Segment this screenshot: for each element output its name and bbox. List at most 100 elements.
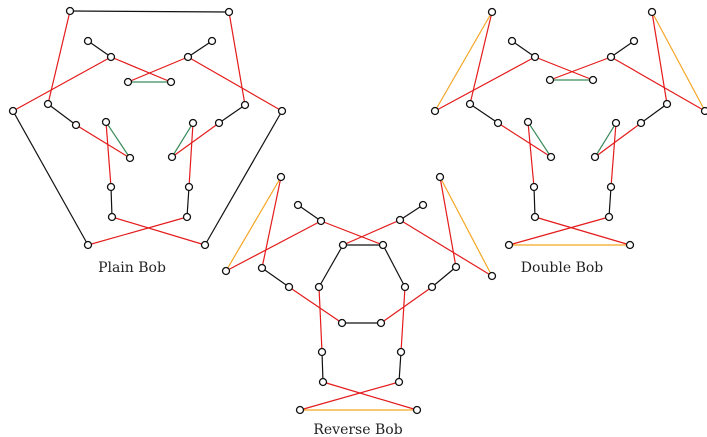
reverse-bob-edges [225,176,493,411]
node [43,99,53,109]
node [647,7,657,17]
edge-black [511,40,536,58]
edge-black [608,186,612,218]
plain-bob-edges [12,10,283,246]
node [546,152,556,162]
edge-red [318,286,323,353]
node [400,282,410,292]
edge-red [594,122,642,158]
node [378,240,388,250]
edge-red [534,216,631,246]
node [314,282,324,292]
edge-red [225,220,322,272]
edge-black [261,267,290,288]
node [465,99,475,109]
edge-black [640,103,668,124]
node [590,152,600,162]
node [184,182,194,192]
double-bob-edges [434,11,706,246]
edge-red [299,381,400,411]
node [493,118,503,128]
double-bob-caption: Double Bob [521,260,604,276]
node [83,240,93,250]
double-bob-diagram: Double Bob [430,7,707,276]
node [636,118,646,128]
node [606,52,616,62]
edge-red [549,56,612,81]
plain-bob-nodes [8,6,287,250]
edge-green [171,122,194,158]
edge-red [527,121,535,188]
node [395,215,405,225]
node [337,318,347,328]
node [523,117,533,127]
edge-black [399,204,424,221]
edge-red [111,216,206,246]
node [507,36,517,46]
edge-red [87,216,188,246]
edge-green [594,122,617,158]
node [107,212,117,222]
edge-red [610,56,706,112]
plain-bob-diagram: Plain Bob [8,6,287,276]
edge-black [47,103,77,126]
edge-black [382,244,406,288]
node [183,52,193,62]
node [101,117,111,127]
node [487,7,497,17]
plain-bob-caption: Plain Bob [98,260,166,276]
node [224,7,234,17]
node [293,200,303,210]
edge-red [610,122,617,188]
edge-black [69,10,230,13]
edge-red [534,56,594,81]
node [214,118,224,128]
node [611,118,621,128]
node [166,77,176,87]
node [207,36,217,46]
node [318,377,328,387]
node [376,318,386,328]
edge-red [171,122,220,158]
edge-orange [225,176,282,272]
node [200,240,210,250]
edge-green [105,121,131,159]
node [430,106,440,116]
edge-red [322,381,418,411]
edge-red [508,216,610,246]
node [530,212,540,222]
node [316,216,326,226]
node [221,266,231,276]
edge-red [651,11,668,105]
edge-red [47,10,71,105]
edge-orange [651,11,706,112]
edge-black [218,104,246,124]
node [629,36,639,46]
edge-black [87,40,112,58]
edge-black [321,351,324,383]
reverse-bob-nodes [221,172,497,415]
edge-black [398,351,402,383]
node [71,120,81,130]
node [529,182,539,192]
edge-black [12,110,89,246]
edge-red [127,56,189,83]
node [588,75,598,85]
node [257,263,267,273]
edge-red [105,121,112,188]
edge-black [187,40,213,58]
node [123,77,133,87]
node [435,172,445,182]
reverse-bob-diagram: Reverse Bob [221,172,497,437]
edge-black [431,266,457,288]
edge-red [228,11,246,106]
node [530,52,540,62]
node [167,152,177,162]
edge-black [610,40,635,58]
node [427,282,437,292]
node [396,347,406,357]
double-bob-nodes [430,7,707,250]
edge-orange [439,176,493,277]
node [240,100,250,110]
